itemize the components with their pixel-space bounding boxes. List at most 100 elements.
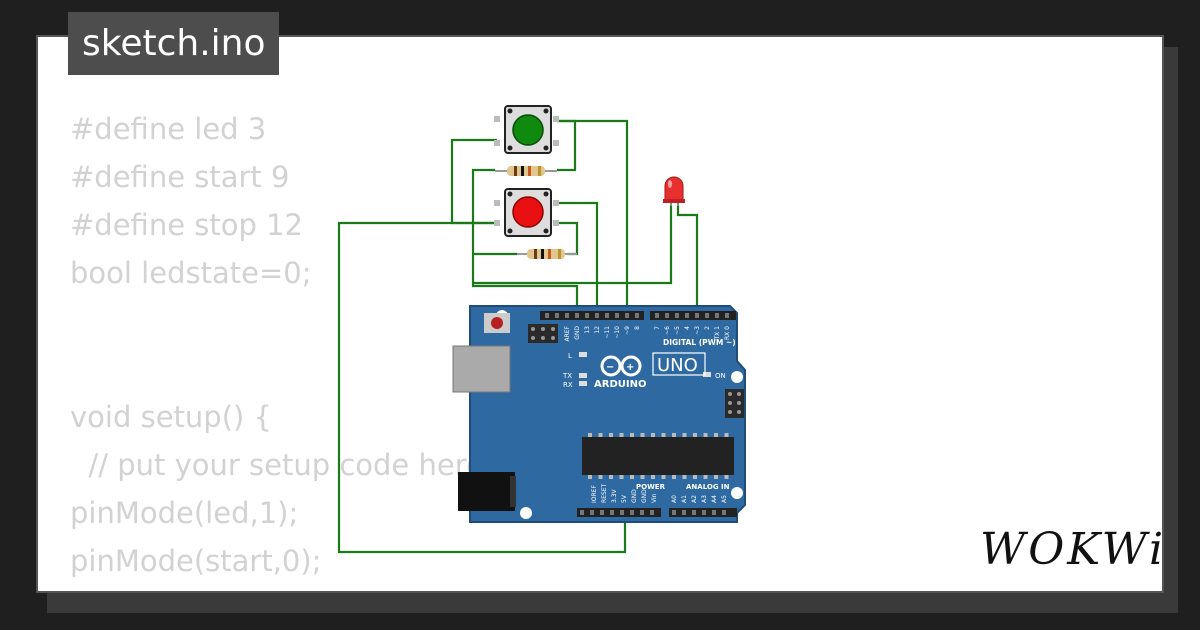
start-pushbutton[interactable]: [494, 105, 559, 154]
header-pin[interactable]: [665, 313, 669, 318]
wire-5v: [337, 221, 627, 554]
wire-led-cathode: [676, 205, 699, 316]
header-pin[interactable]: [600, 510, 604, 515]
header-pin[interactable]: [650, 510, 654, 515]
header-pin[interactable]: [675, 313, 679, 318]
code-line: pinMode(start,0);: [70, 544, 322, 578]
header-pin[interactable]: [705, 313, 709, 318]
header-pin[interactable]: [620, 510, 624, 515]
pin-label: GND: [641, 489, 648, 503]
header-pin[interactable]: [580, 510, 584, 515]
header-pin[interactable]: [555, 313, 559, 318]
wire-led-anode: [473, 205, 673, 285]
usb-port: [452, 345, 511, 393]
svg-text:−: −: [606, 362, 614, 373]
digital-header-right: [650, 311, 736, 320]
header-pin[interactable]: [615, 313, 619, 318]
code-line: pinMode(led,1);: [70, 496, 299, 530]
header-pin[interactable]: [575, 313, 579, 318]
pin-label: RX 0: [724, 326, 731, 340]
pin-label: 5V: [621, 494, 628, 503]
code-line: #define stop 12: [70, 208, 304, 242]
code-line: #define led 3: [70, 112, 267, 146]
arduino-infinity-icon: [600, 355, 642, 377]
pin-label: 3.3V: [611, 488, 618, 503]
wires: [337, 119, 699, 554]
red-led[interactable]: [663, 176, 685, 206]
pin-label: 8: [634, 326, 641, 330]
header-pin[interactable]: [685, 313, 689, 318]
l-led-label: L: [568, 352, 572, 360]
pin-label: A4: [711, 495, 718, 503]
header-pin[interactable]: [692, 510, 696, 515]
wire-gnd-left: [450, 138, 497, 225]
reset-button[interactable]: [491, 317, 503, 329]
icsp-header-right: [725, 389, 744, 418]
pin-label: 2: [704, 326, 711, 330]
header-pin[interactable]: [702, 510, 706, 515]
header-pin[interactable]: [635, 313, 639, 318]
header-pin[interactable]: [722, 510, 726, 515]
uno-model-label: UNO: [657, 355, 698, 376]
svg-text:+: +: [626, 362, 634, 373]
power-header-label: POWER: [636, 483, 666, 491]
digital-header-left: [540, 311, 644, 320]
power-header: [577, 508, 661, 517]
code-line: bool ledstate=0;: [70, 256, 312, 290]
wire-stop-button: [557, 201, 599, 316]
code-line: void setup() {: [70, 400, 272, 434]
header-pin[interactable]: [672, 510, 676, 515]
pin-label: GND: [631, 489, 638, 503]
resistor-2: [517, 249, 577, 259]
pin-label: 7: [654, 326, 661, 330]
pin-label: GND: [574, 326, 581, 340]
pin-label: A5: [721, 495, 728, 503]
header-pin[interactable]: [595, 313, 599, 318]
on-led-label: ON: [715, 372, 726, 380]
header-pin[interactable]: [682, 510, 686, 515]
pin-label: ~6: [664, 326, 671, 335]
tx-led-label: TX: [562, 372, 572, 380]
sketch-title: sketch.ino: [68, 12, 280, 75]
pin-label: A1: [681, 495, 688, 503]
pin-label: ~10: [614, 326, 621, 339]
header-pin[interactable]: [695, 313, 699, 318]
header-pin[interactable]: [640, 510, 644, 515]
arduino-brand-label: ARDUINO: [594, 379, 646, 390]
header-pin[interactable]: [590, 510, 594, 515]
header-pin[interactable]: [625, 313, 629, 318]
pin-label: 4: [684, 326, 691, 330]
header-pin[interactable]: [725, 313, 729, 318]
header-pin[interactable]: [655, 313, 659, 318]
wire-res1: [471, 168, 579, 316]
header-pin[interactable]: [715, 313, 719, 318]
pin-label: TX 1: [714, 326, 721, 341]
power-jack: [458, 472, 515, 511]
header-pin[interactable]: [545, 313, 549, 318]
top-header-pins: [545, 313, 729, 318]
wire-start-button: [557, 119, 629, 316]
pin-label: A2: [691, 495, 698, 503]
pin-label: ~5: [674, 326, 681, 335]
header-pin[interactable]: [585, 313, 589, 318]
header-pin[interactable]: [712, 510, 716, 515]
resistor-1: [495, 166, 557, 176]
green-button-cap[interactable]: [512, 114, 544, 146]
pin-label: A3: [701, 495, 708, 503]
icsp-header: [528, 324, 558, 343]
pin-label: ~11: [604, 326, 611, 339]
header-pin[interactable]: [565, 313, 569, 318]
header-pin[interactable]: [630, 510, 634, 515]
rx-led-label: RX: [563, 381, 573, 389]
header-pin[interactable]: [605, 313, 609, 318]
header-pin[interactable]: [610, 510, 614, 515]
pin-label: 13: [584, 326, 591, 334]
code-line: #define start 9: [70, 160, 290, 194]
stop-pushbutton[interactable]: [494, 188, 559, 237]
red-button-cap[interactable]: [512, 196, 544, 228]
pin-label: AREF: [564, 325, 571, 341]
